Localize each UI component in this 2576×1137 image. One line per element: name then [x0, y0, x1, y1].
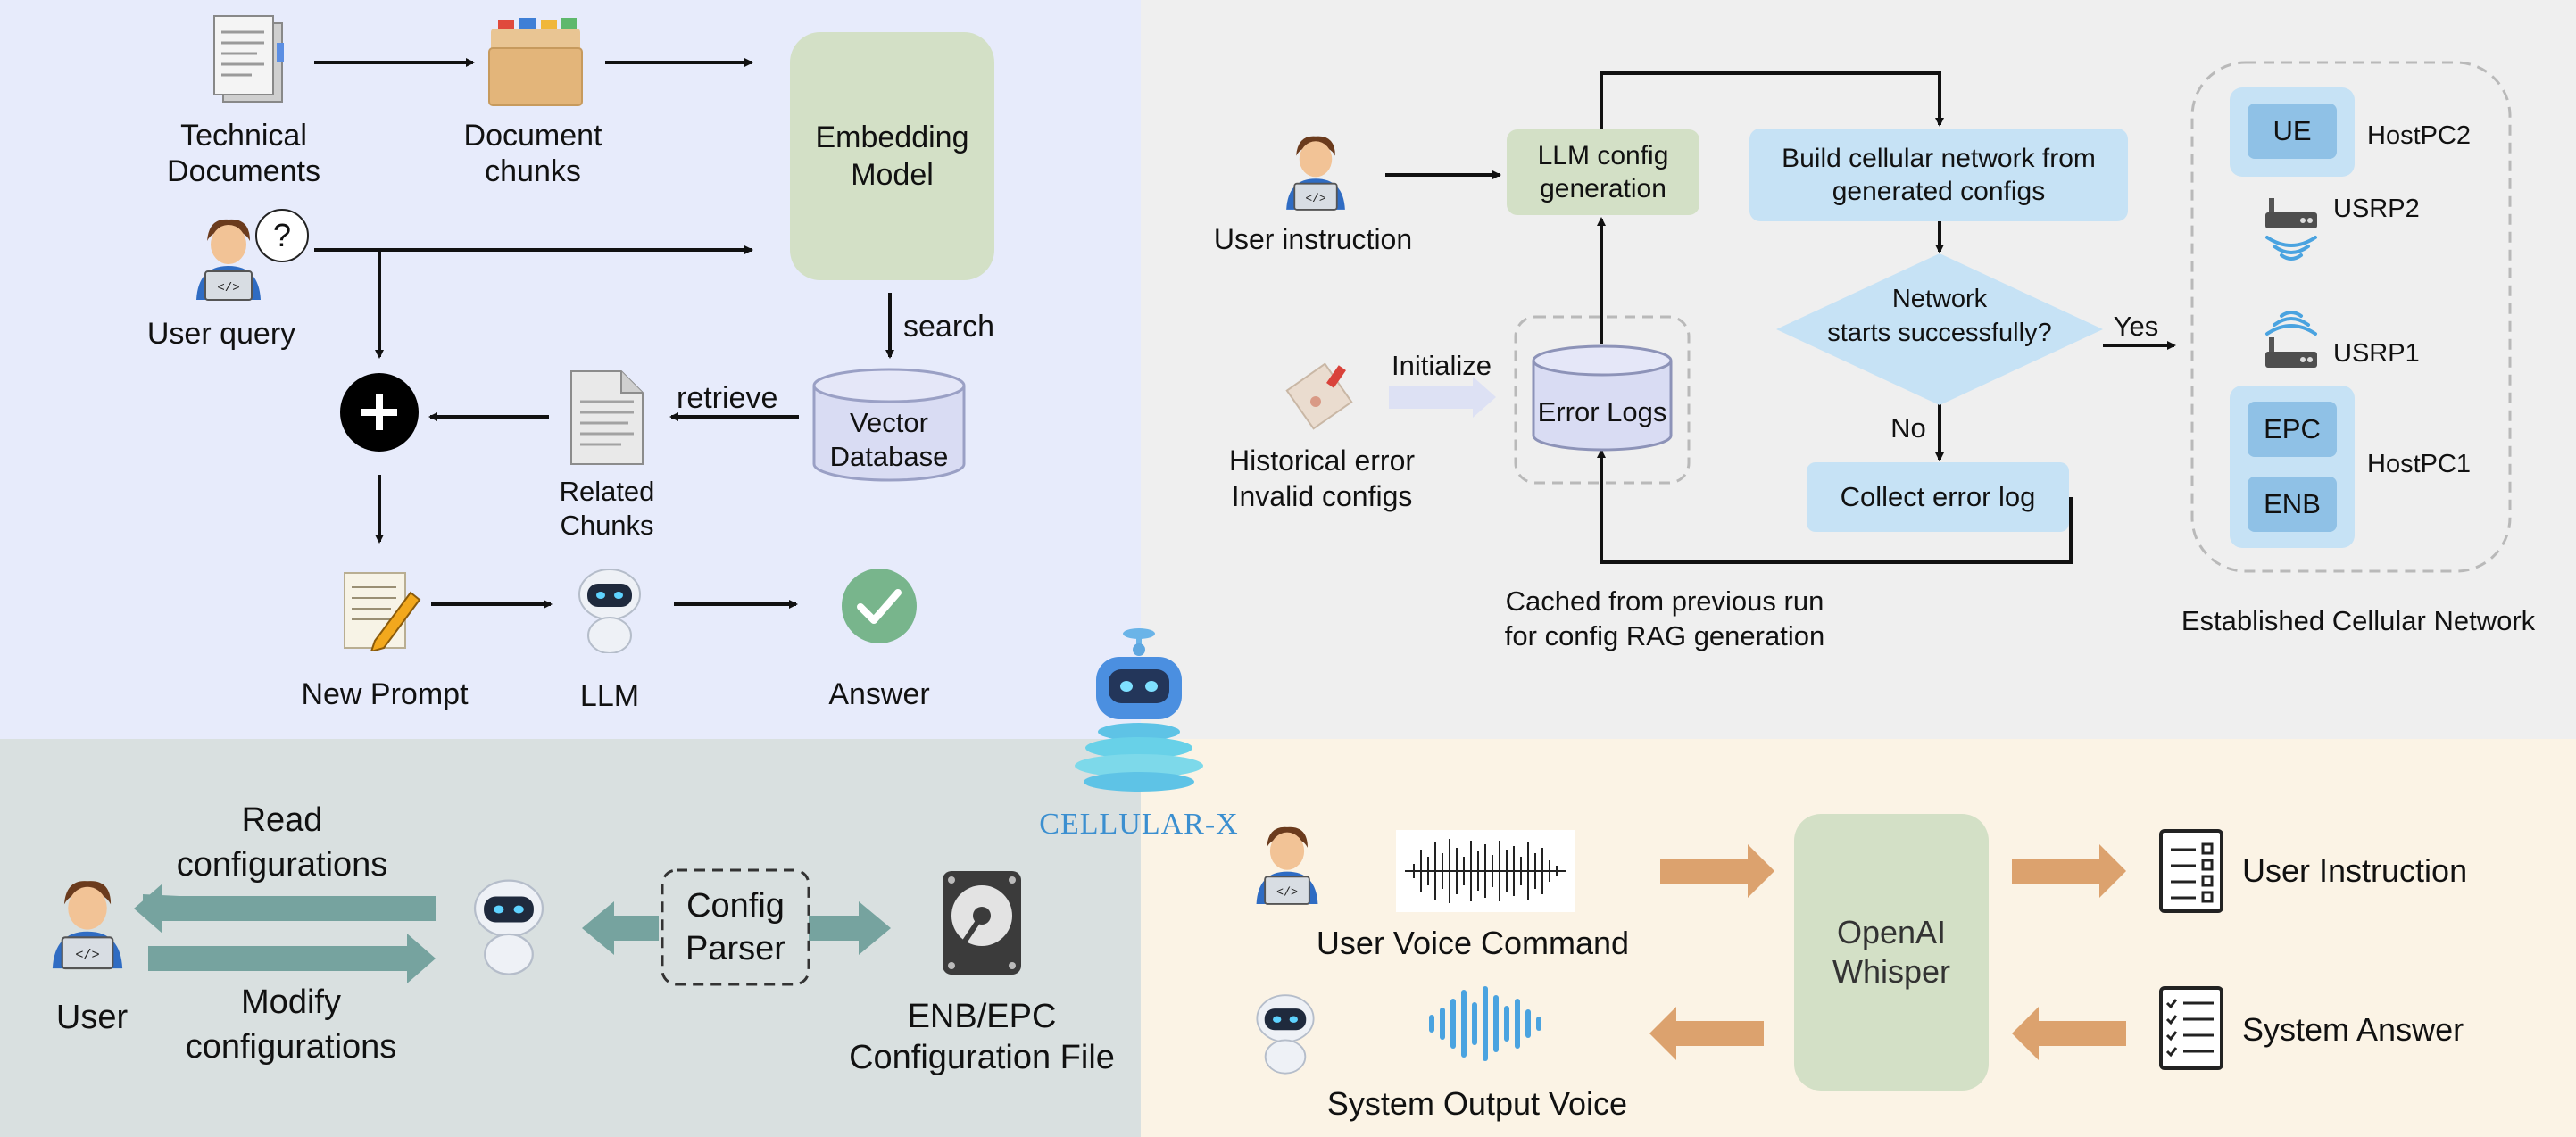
- robot-icon: [578, 568, 641, 653]
- llm-label: LLM: [579, 679, 640, 713]
- robot-icon: [473, 879, 544, 975]
- vector-database-label: Vector Database: [829, 407, 949, 472]
- retrieve-label: retrieve: [677, 381, 778, 415]
- cached-note-label: Cached from previous run for config RAG …: [1504, 585, 1825, 651]
- collect-error-log-box: Collect error log: [1807, 462, 2069, 532]
- folder-files-icon: [488, 18, 583, 106]
- modify-configurations-label: Modify configurations: [185, 983, 397, 1066]
- document-icon: [570, 370, 644, 465]
- cellular-x-logo-icon: [1075, 628, 1203, 792]
- enb-box: ENB: [2248, 477, 2337, 532]
- vector-database-cylinder: [812, 368, 966, 482]
- no-label: No: [1890, 412, 1926, 444]
- user-instruction-label: User instruction: [1213, 223, 1413, 255]
- network-question-label: Network starts successfully?: [1827, 285, 2052, 347]
- router-icon: [2265, 337, 2317, 368]
- openai-whisper-box: OpenAI Whisper: [1794, 814, 1989, 1091]
- error-logs-label: Error Logs: [1537, 396, 1667, 427]
- embedding-model-box: Embedding Model: [790, 32, 994, 280]
- wifi-signal-icon: [2265, 236, 2317, 261]
- build-network-box: Build cellular network from generated co…: [1749, 129, 2128, 221]
- hostpc1-label: HostPC1: [2367, 450, 2472, 478]
- robot-icon: [1256, 994, 1315, 1075]
- svg-text:</>: </>: [75, 947, 99, 963]
- svg-text:</>: </>: [1276, 886, 1298, 900]
- svg-text:</>: </>: [217, 281, 239, 295]
- checked-list-icon: [2159, 986, 2223, 1070]
- svg-text:</>: </>: [1306, 192, 1326, 205]
- user-voice-command-label: User Voice Command: [1316, 925, 1630, 961]
- user-developer-icon: </>: [52, 881, 123, 970]
- usrp2-label: USRP2: [2333, 195, 2420, 223]
- established-network-label: Established Cellular Network: [2181, 605, 2536, 636]
- new-prompt-label: New Prompt: [301, 677, 469, 711]
- prompt-pencil-icon: [344, 572, 421, 651]
- user-instruction-output-label: User Instruction: [2242, 852, 2468, 889]
- user-label: User: [55, 999, 129, 1036]
- document-stack-icon: [213, 15, 284, 103]
- ue-box: UE: [2248, 104, 2337, 159]
- wifi-signal-icon: [2265, 311, 2317, 336]
- epc-box: EPC: [2248, 402, 2337, 457]
- usrp1-label: USRP1: [2333, 339, 2420, 368]
- cellular-x-logo-text: CELLULAR-X: [1039, 808, 1239, 841]
- llm-config-generation-box: LLM config generation: [1507, 129, 1699, 215]
- router-icon: [2265, 198, 2317, 228]
- hostpc2-label: HostPC2: [2367, 121, 2472, 150]
- initialize-label: Initialize: [1392, 350, 1492, 381]
- question-mark-icon: ?: [255, 209, 309, 262]
- checkmark-icon: [842, 568, 917, 643]
- config-file-label: ENB/EPC Configuration File: [849, 998, 1115, 1076]
- system-output-voice-label: System Output Voice: [1326, 1085, 1628, 1122]
- document-chunks-label: Document chunks: [463, 119, 602, 188]
- output-sound-wave-icon: [1429, 986, 1541, 1061]
- network-start-decision: [1776, 253, 2103, 405]
- related-chunks-label: Related Chunks: [559, 476, 655, 541]
- user-developer-icon: </>: [196, 219, 261, 301]
- config-parser-label: Config Parser: [686, 887, 785, 967]
- search-label: search: [903, 310, 995, 344]
- technical-documents-label: Technical Documents: [167, 119, 320, 188]
- answer-label: Answer: [828, 677, 930, 711]
- error-note-icon: [1285, 362, 1353, 430]
- user-developer-icon: </>: [1286, 136, 1345, 211]
- checklist-icon: [2159, 829, 2223, 913]
- error-logs-cylinder: [1532, 344, 1673, 452]
- voice-waveform-icon: [1396, 830, 1575, 912]
- yes-label: Yes: [2113, 311, 2159, 342]
- read-configurations-label: Read configurations: [176, 801, 388, 884]
- historical-error-label: Historical error Invalid configs: [1228, 444, 1416, 512]
- hard-drive-icon: [943, 871, 1021, 975]
- user-developer-icon: </>: [1256, 826, 1318, 905]
- system-answer-label: System Answer: [2242, 1011, 2464, 1048]
- user-query-label: User query: [146, 317, 296, 351]
